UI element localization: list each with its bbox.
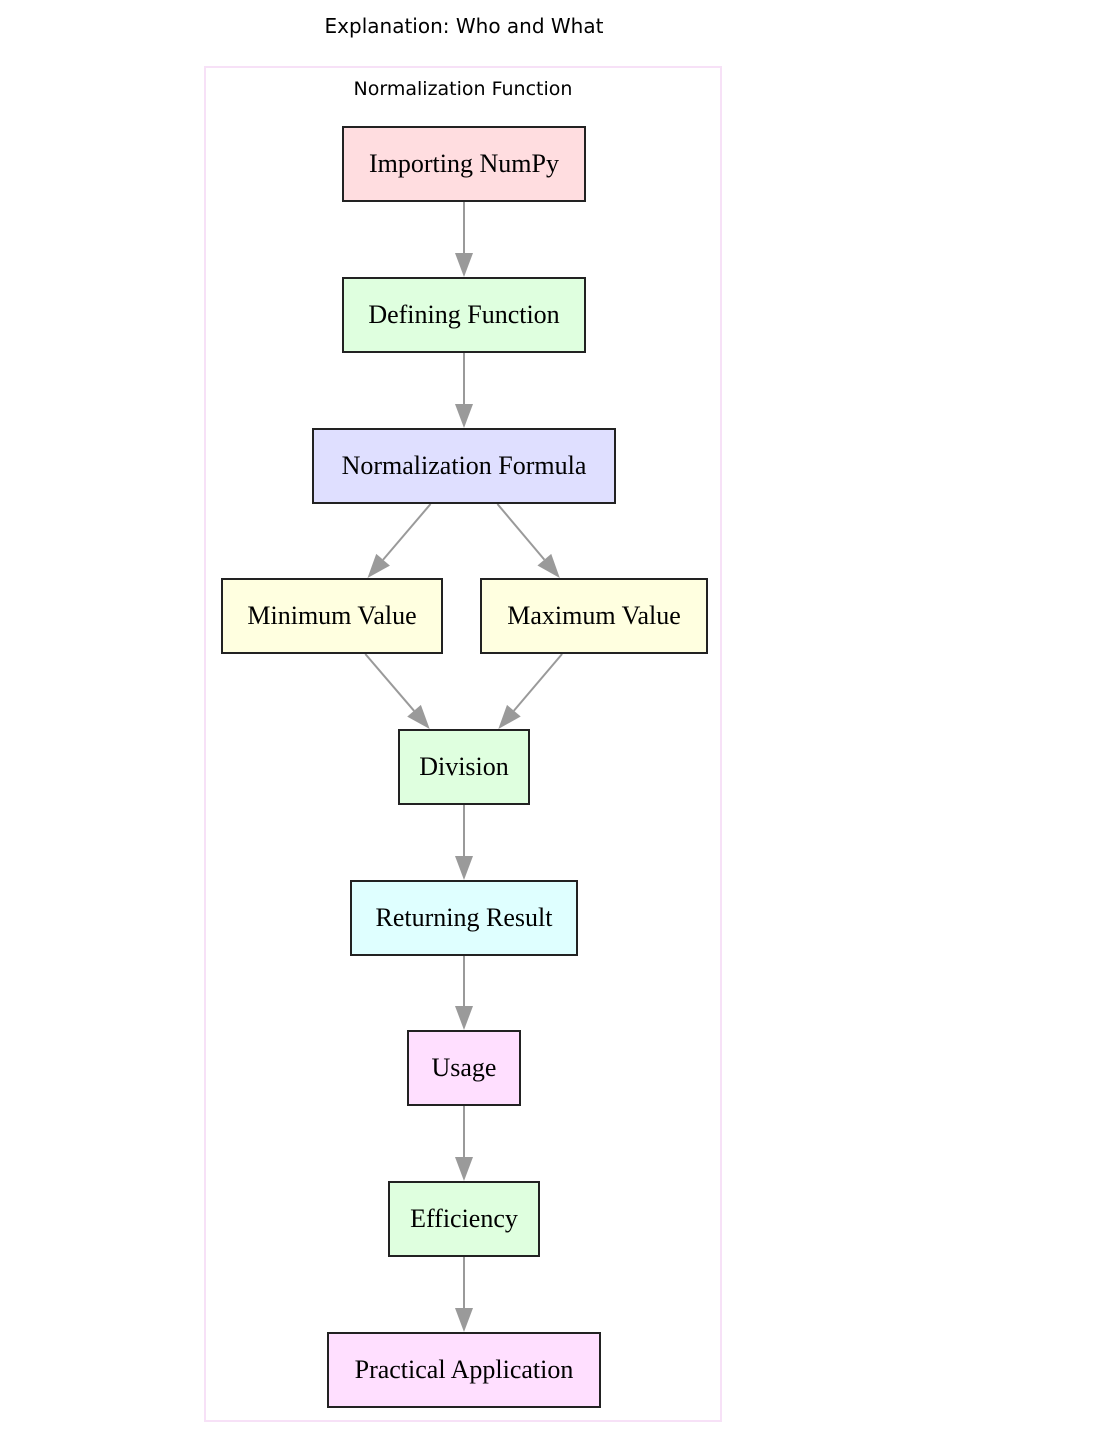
node-maximum-value[interactable]: Maximum Value bbox=[480, 578, 708, 654]
node-usage[interactable]: Usage bbox=[407, 1030, 521, 1106]
edge-maximum-value-to-division bbox=[513, 653, 563, 712]
node-practical-application[interactable]: Practical Application bbox=[327, 1332, 601, 1408]
arrowhead-maximum-value-to-division bbox=[498, 704, 521, 729]
arrowhead-normalization-formula-to-minimum-value bbox=[367, 553, 390, 578]
node-returning-result[interactable]: Returning Result bbox=[350, 880, 578, 956]
node-efficiency[interactable]: Efficiency bbox=[388, 1181, 540, 1257]
cluster-normalization-function: Normalization Function bbox=[204, 66, 722, 1422]
arrowhead-minimum-value-to-division bbox=[407, 704, 430, 729]
node-minimum-value[interactable]: Minimum Value bbox=[221, 578, 443, 654]
arrowhead-usage-to-efficiency bbox=[455, 1157, 473, 1181]
arrowhead-normalization-formula-to-maximum-value bbox=[537, 553, 560, 578]
cluster-label: Normalization Function bbox=[353, 78, 573, 100]
arrowhead-importing-numpy-to-defining-function bbox=[455, 253, 473, 277]
node-normalization-formula[interactable]: Normalization Formula bbox=[312, 428, 616, 504]
diagram-title: Explanation: Who and What bbox=[324, 14, 604, 38]
node-defining-function[interactable]: Defining Function bbox=[342, 277, 586, 353]
arrowhead-defining-function-to-normalization-formula bbox=[455, 404, 473, 428]
edge-normalization-formula-to-maximum-value bbox=[496, 503, 546, 561]
node-division[interactable]: Division bbox=[398, 729, 530, 805]
edge-normalization-formula-to-minimum-value bbox=[382, 503, 432, 561]
arrowhead-efficiency-to-practical-application bbox=[455, 1308, 473, 1332]
edge-minimum-value-to-division bbox=[364, 653, 415, 712]
node-importing-numpy[interactable]: Importing NumPy bbox=[342, 126, 586, 202]
arrowhead-returning-result-to-usage bbox=[455, 1006, 473, 1030]
arrowhead-division-to-returning-result bbox=[455, 856, 473, 880]
